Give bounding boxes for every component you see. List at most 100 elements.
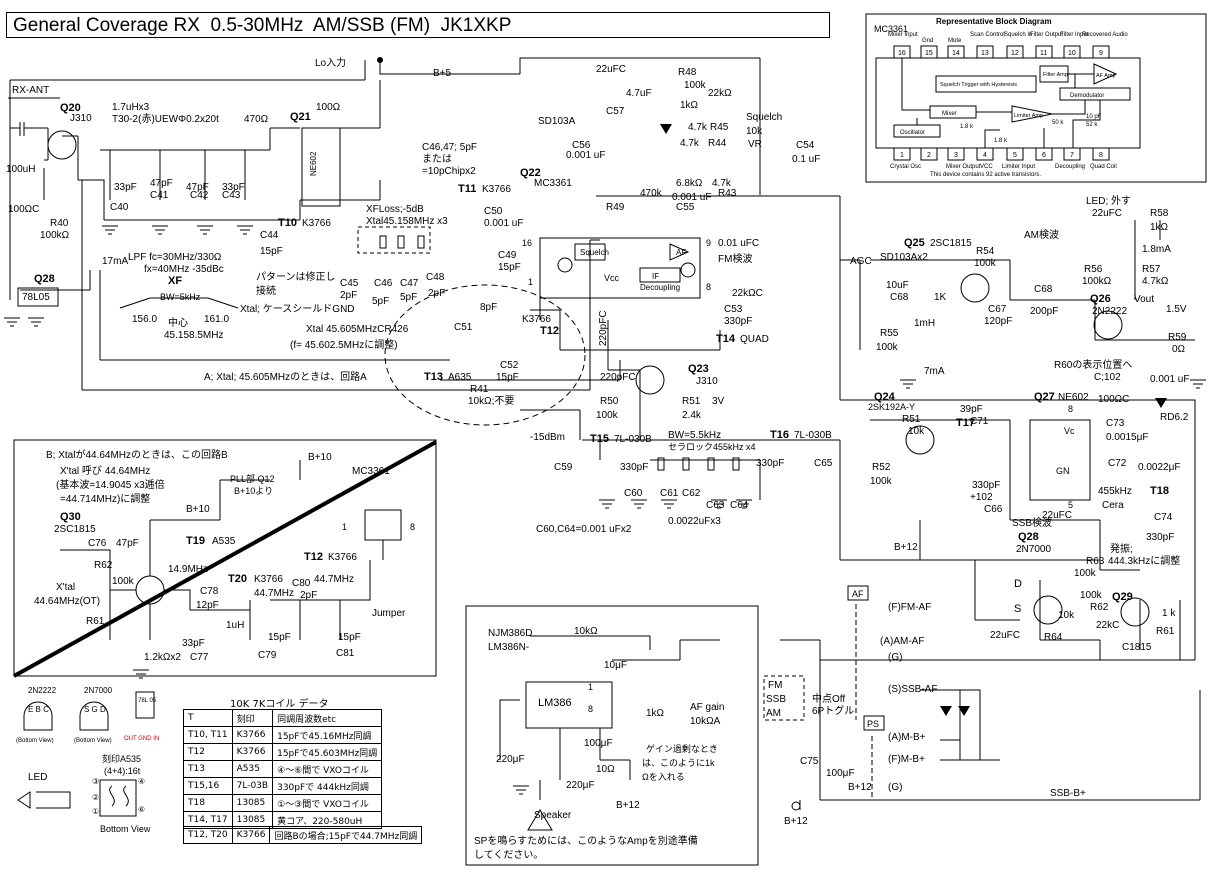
route-a-label: A; Xtal; 45.605MHzのときは、回路A xyxy=(204,370,367,383)
c41-value: 47pF xyxy=(150,178,173,189)
c53-label: C53 xyxy=(724,304,743,315)
q22-vcc-text: Vcc xyxy=(604,273,620,283)
c102b-label: +102 xyxy=(970,492,993,503)
c52-label: C52 xyxy=(500,360,519,371)
pinout-2n7000-view: (Bottom View) xyxy=(74,738,112,744)
am-b-label: (A)M-B+ xyxy=(888,732,926,743)
c46-label: C46 xyxy=(374,278,393,289)
table-row: T14, T17 13085 黄コア、220-580uH xyxy=(183,811,383,829)
c220-label: 220pFC xyxy=(598,310,609,346)
sp-note-2: してください。 xyxy=(474,849,543,861)
c68-label: C68 xyxy=(890,292,909,303)
coil-cell: K3766 xyxy=(231,743,274,761)
bd-pin-6: 6 xyxy=(1042,152,1046,159)
amp-wiring xyxy=(499,635,720,831)
c44-label: C44 xyxy=(260,230,279,241)
c1k-label: 1K xyxy=(934,292,947,303)
xf-low-label: 156.0 xyxy=(132,314,157,325)
r64-label: R64 xyxy=(1044,632,1063,643)
c74-value: 330pF xyxy=(1146,532,1174,543)
xtal-filter-label: Xtal45.158MHz x3 xyxy=(366,216,448,227)
q21-label: Q21 xyxy=(290,111,311,123)
q22-af-text: AF xyxy=(676,248,686,257)
q26-part: 2N2222 xyxy=(1092,306,1127,317)
c46-value: 5pF xyxy=(372,296,389,307)
t20-value: K3766 xyxy=(254,574,283,585)
af-switch-label: AF xyxy=(852,589,864,599)
bd-pin-2: 2 xyxy=(927,152,931,159)
r40-label: R40 xyxy=(50,218,69,229)
r55-value: 100k xyxy=(876,342,899,353)
bd-label-filter-output: Filter Output xyxy=(1030,32,1063,38)
r51b-label: R51 xyxy=(902,414,921,425)
coil-table: T 刻印 同調周波数etc T10, T11 K3766 15pFで45.16M… xyxy=(183,709,383,829)
legend-coil-pin-1: ① xyxy=(92,807,99,816)
r56-value: 100kΩ xyxy=(1082,276,1112,287)
bd-squelch-text: Squelch Trigger with Hysteresis xyxy=(940,82,1017,88)
jumper-label: Jumper xyxy=(372,608,406,619)
coil-cell: 回路Bの場合;15pFで44.7MHz同調 xyxy=(269,826,423,844)
r47k2-label: 4.7k xyxy=(680,138,700,149)
r100c2-label: 100ΩC xyxy=(1098,394,1129,405)
v3-label: 3V xyxy=(712,396,725,407)
c67-label: C67 xyxy=(988,304,1007,315)
r22k-label: 22kΩ xyxy=(708,88,732,99)
c22uf-label: 22uFC xyxy=(596,64,626,75)
amp-c220uf-1: 220μF xyxy=(496,754,525,765)
t14-value: QUAD xyxy=(740,334,769,345)
c220b-label: 220pFC xyxy=(600,372,636,383)
bw55-label: BW=5.5kHz xyxy=(668,430,721,441)
q28b-part: 2N7000 xyxy=(1016,544,1051,555)
bd-pin-3: 3 xyxy=(954,152,958,159)
bd-pin-14: 14 xyxy=(952,50,960,57)
xtal-call-1: X'tal 呼び 44.64MHz xyxy=(60,465,150,477)
ps-switch-label: PS xyxy=(867,719,879,729)
t13-value: A635 xyxy=(448,372,472,383)
page-title: General Coverage RX 0.5-30MHz AM/SSB (FM… xyxy=(6,12,830,38)
c48-label: C48 xyxy=(426,272,445,283)
c78-label: C78 xyxy=(200,586,219,597)
q25-part: 2SC1815 xyxy=(930,238,972,249)
bd-label-gnd: Gnd xyxy=(922,38,933,44)
bd-value-2: 1.8 k xyxy=(994,138,1008,144)
bd-demodulator xyxy=(1059,87,1131,101)
c50-value: 0.001 uF xyxy=(484,218,523,229)
lpf-fc-label: LPF fc=30MHz/330Ω xyxy=(128,252,222,263)
v15-label: 1.5V xyxy=(1166,304,1187,315)
r51-value: 2.4k xyxy=(682,410,702,421)
lpf-coil-desc: T30-2(赤)UEWΦ0.2x20t xyxy=(112,113,219,125)
r41-label: R41 xyxy=(470,384,489,395)
osc-label: 発振; xyxy=(1110,542,1133,555)
r47k3-label: 4.7k xyxy=(712,178,732,189)
bd-label-scan: Scan Control xyxy=(970,32,1005,38)
xfloss-label: XFLoss;-5dB xyxy=(366,204,424,215)
r12k-label: 1.2kΩx2 xyxy=(144,652,181,663)
c72-label: C72 xyxy=(1108,458,1127,469)
c43-label: C43 xyxy=(222,190,241,201)
r59-value: 0Ω xyxy=(1172,344,1186,355)
c76-label: C76 xyxy=(88,538,107,549)
q23-label: Q23 xyxy=(688,363,709,375)
c46-47-label: C46,47; 5pF xyxy=(422,142,477,153)
r63-label: R63 xyxy=(1086,556,1105,567)
coil-header-mark: 刻印 xyxy=(231,709,274,727)
q20-part: J310 xyxy=(70,113,92,124)
c59-label: C59 xyxy=(554,462,573,473)
c73-value: 0.0015μF xyxy=(1106,432,1148,443)
r50-label: R50 xyxy=(600,396,619,407)
c47u-label: 4.7uF xyxy=(626,88,652,99)
af-switch-box xyxy=(847,585,869,601)
am-detect-label: AM検波 xyxy=(1024,228,1059,241)
legend-coil-pin-6: ⑥ xyxy=(138,805,145,814)
amp-c10uf-label: 10μF xyxy=(604,660,627,671)
coil-cell: T12, T20 xyxy=(183,826,233,844)
c10u-label: 10uF xyxy=(886,280,909,291)
bd-label-quad-coil: Quad Coil xyxy=(1090,164,1117,170)
lo-input-label: Lo入力 xyxy=(315,56,346,69)
c63-label: C63 xyxy=(706,500,725,511)
squelch-label: Squelch xyxy=(746,112,782,123)
lo-input-terminal xyxy=(377,57,383,63)
c22u-label: 22uFC xyxy=(1092,208,1122,219)
r56-label: R56 xyxy=(1084,264,1103,275)
ma7-label: 7mA xyxy=(924,366,945,377)
